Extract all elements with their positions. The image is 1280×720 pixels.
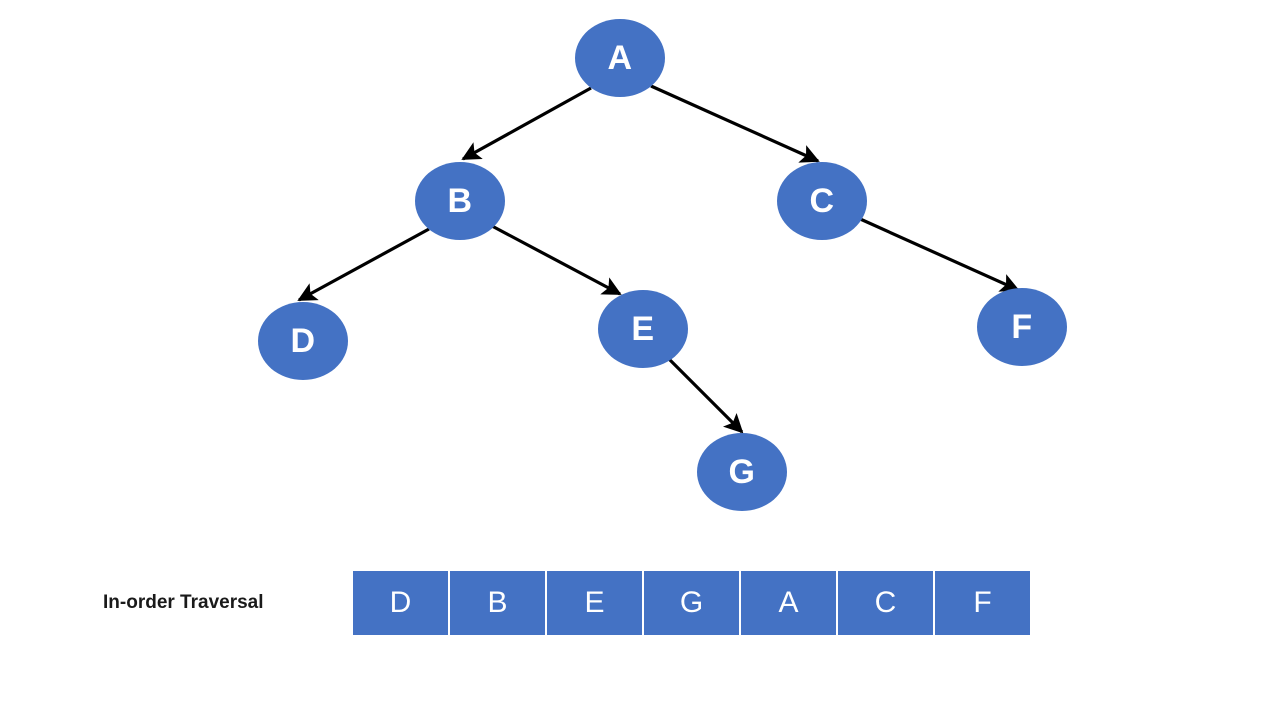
- tree-node-label: C: [809, 182, 835, 220]
- traversal-cell-1: B: [450, 571, 547, 635]
- traversal-label: In-order Traversal: [103, 592, 264, 613]
- traversal-cell-label: G: [679, 586, 704, 619]
- traversal-cell-3: G: [644, 571, 741, 635]
- tree-edge-a-to-c: [650, 84, 820, 163]
- tree-node-e[interactable]: E: [598, 290, 688, 368]
- tree-node-d[interactable]: D: [258, 302, 348, 380]
- tree-node-f[interactable]: F: [977, 288, 1067, 366]
- traversal-cell-5: C: [838, 571, 935, 635]
- traversal-cell-label: E: [584, 586, 605, 619]
- tree-edge-e-to-g: [667, 357, 744, 434]
- tree-node-label: A: [607, 39, 633, 77]
- tree-edge-a-to-b: [461, 86, 592, 161]
- tree-node-label: D: [290, 322, 316, 360]
- traversal-cell-label: D: [389, 586, 412, 619]
- tree-node-label: E: [631, 310, 655, 348]
- traversal-cell-2: E: [547, 571, 644, 635]
- tree-edge-b-to-e: [491, 224, 622, 296]
- traversal-cell-6: F: [935, 571, 1030, 635]
- traversal-cell-label: B: [487, 586, 508, 619]
- tree-node-label: G: [728, 453, 756, 491]
- tree-node-label: B: [447, 182, 473, 220]
- traversal-cell-label: C: [874, 586, 897, 619]
- tree-node-g[interactable]: G: [697, 433, 787, 511]
- traversal-cell-0: D: [353, 571, 450, 635]
- traversal-label-wrapper: In-order Traversal: [103, 592, 264, 614]
- tree-node-b[interactable]: B: [415, 162, 505, 240]
- tree-edge-group: [297, 84, 1020, 434]
- tree-node-c[interactable]: C: [777, 162, 867, 240]
- traversal-cell-label: F: [973, 586, 992, 619]
- traversal-cell-label: A: [778, 586, 799, 619]
- tree-edge-b-to-d: [297, 227, 430, 302]
- traversal-cell-4: A: [741, 571, 838, 635]
- tree-node-label: F: [1011, 308, 1033, 346]
- tree-edge-c-to-f: [857, 216, 1020, 292]
- tree-node-a[interactable]: A: [575, 19, 665, 97]
